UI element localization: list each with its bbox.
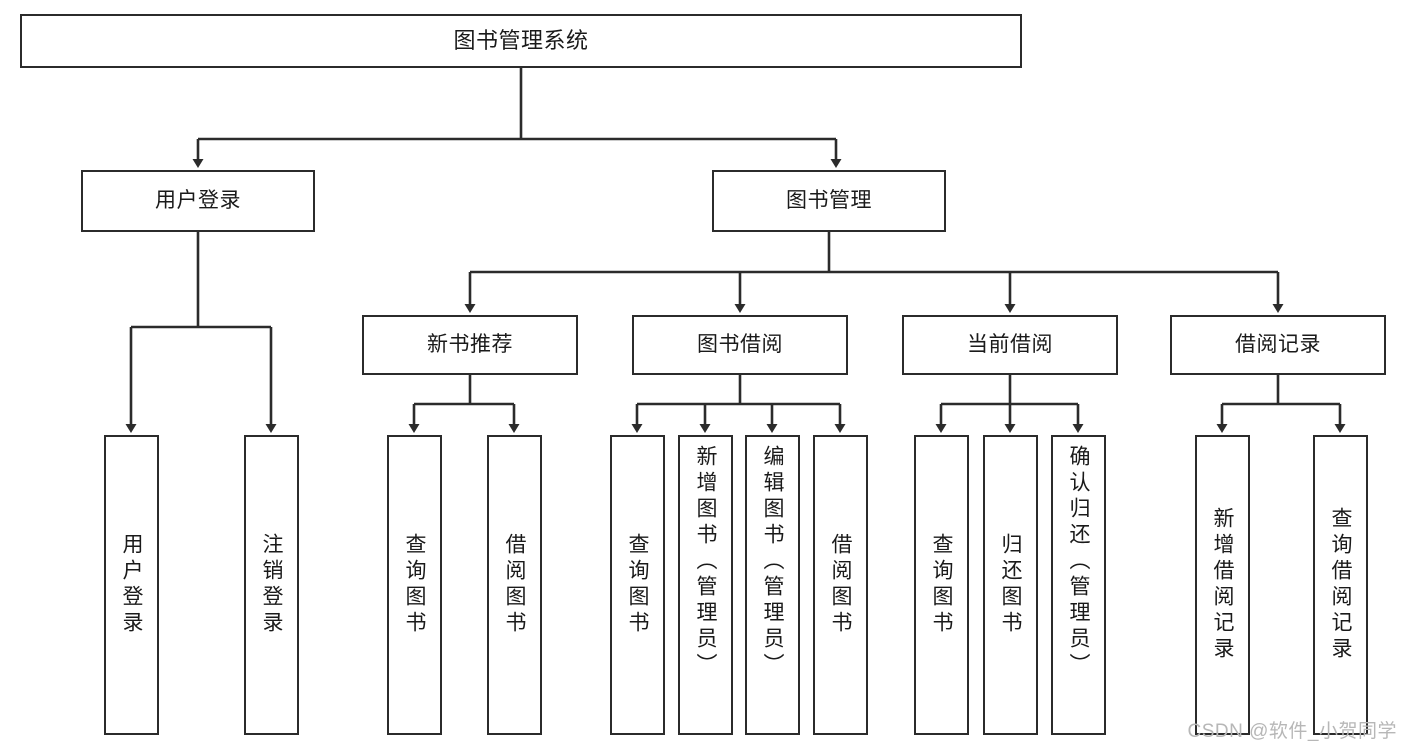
node-label: 借阅图书 [503, 533, 526, 637]
node-label: 图书管理 [786, 188, 872, 212]
leaf-confirm-return-admin[interactable]: 确认归还（管理员） [1051, 435, 1106, 735]
node-root-system[interactable]: 图书管理系统 [20, 14, 1022, 68]
leaf-query-book-borrow[interactable]: 查询图书 [610, 435, 665, 735]
leaf-add-borrow-record[interactable]: 新增借阅记录 [1195, 435, 1250, 735]
leaf-user-login[interactable]: 用户登录 [104, 435, 159, 735]
node-label: 确认归还（管理员） [1067, 445, 1090, 679]
leaf-return-book[interactable]: 归还图书 [983, 435, 1038, 735]
node-current-borrow[interactable]: 当前借阅 [902, 315, 1118, 375]
leaf-add-book-admin[interactable]: 新增图书（管理员） [678, 435, 733, 735]
node-label: 用户登录 [120, 533, 143, 637]
node-label: 借阅记录 [1235, 332, 1321, 356]
leaf-logout[interactable]: 注销登录 [244, 435, 299, 735]
leaf-borrow-book[interactable]: 借阅图书 [813, 435, 868, 735]
leaf-edit-book-admin[interactable]: 编辑图书（管理员） [745, 435, 800, 735]
node-new-book-recommend[interactable]: 新书推荐 [362, 315, 578, 375]
leaf-borrow-book-recommend[interactable]: 借阅图书 [487, 435, 542, 735]
leaf-query-book-recommend[interactable]: 查询图书 [387, 435, 442, 735]
node-label: 查询图书 [626, 533, 649, 637]
node-borrow-record[interactable]: 借阅记录 [1170, 315, 1386, 375]
node-label: 注销登录 [260, 533, 283, 637]
csdn-watermark: CSDN @软件_小贺同学 [1187, 721, 1397, 742]
node-label: 借阅图书 [829, 533, 852, 637]
node-label: 新书推荐 [427, 332, 513, 356]
node-label: 查询图书 [930, 533, 953, 637]
node-label: 图书借阅 [697, 332, 783, 356]
node-label: 新增借阅记录 [1211, 507, 1234, 663]
node-user-login[interactable]: 用户登录 [81, 170, 315, 232]
node-label: 新增图书（管理员） [694, 445, 717, 679]
node-label: 当前借阅 [967, 332, 1053, 356]
node-label: 用户登录 [155, 188, 241, 212]
node-label: 查询图书 [403, 533, 426, 637]
node-label: 图书管理系统 [453, 28, 589, 54]
node-book-borrow[interactable]: 图书借阅 [632, 315, 848, 375]
node-label: 归还图书 [999, 533, 1022, 637]
node-label: 查询借阅记录 [1329, 507, 1352, 663]
leaf-query-book-current[interactable]: 查询图书 [914, 435, 969, 735]
node-book-management[interactable]: 图书管理 [712, 170, 946, 232]
leaf-query-borrow-record[interactable]: 查询借阅记录 [1313, 435, 1368, 735]
node-label: 编辑图书（管理员） [761, 445, 784, 679]
